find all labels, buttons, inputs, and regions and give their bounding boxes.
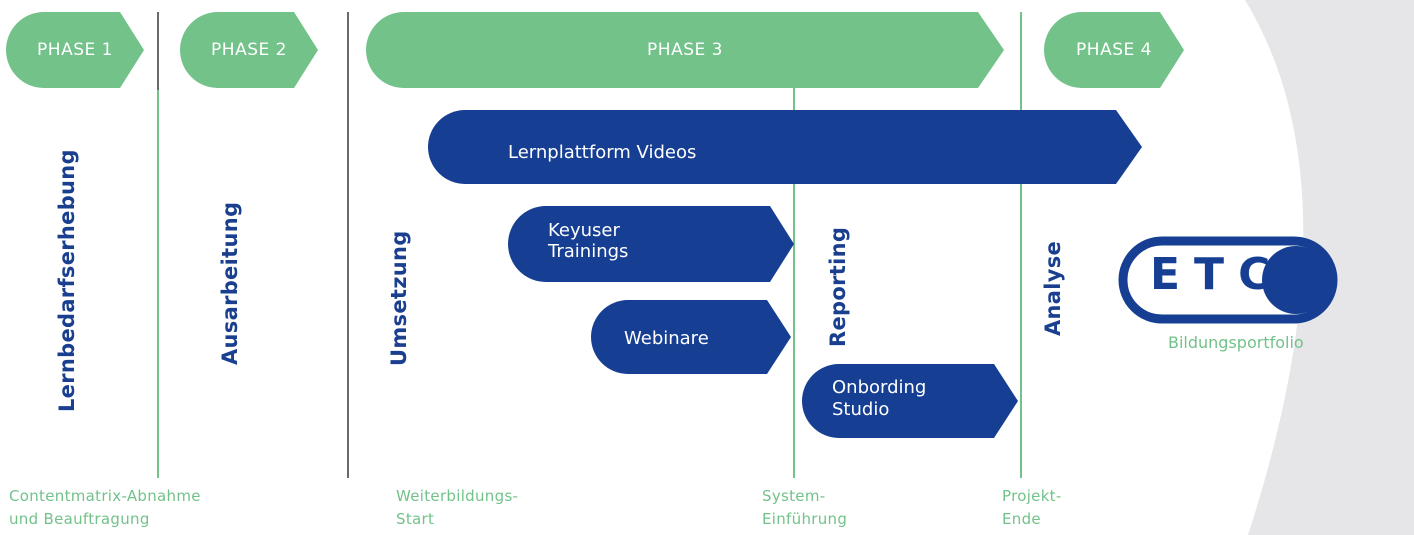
bar-label-keyuser-2: Trainings xyxy=(548,241,629,262)
logo-letters: ETC xyxy=(1150,249,1285,300)
activity-umsetzung: Umsetzung xyxy=(387,230,411,366)
activity-ausarbeitung: Ausarbeitung xyxy=(218,201,242,365)
etc-logo: ETC xyxy=(1118,236,1338,324)
phase-3-label: PHASE 3 xyxy=(647,40,723,60)
bar-label-onbording-2: Studio xyxy=(832,399,890,420)
milestone-label-3: System- Einführung xyxy=(762,485,847,531)
milestone-line-4 xyxy=(1020,12,1022,478)
milestone-4-line2: Ende xyxy=(1002,510,1041,528)
phase-1-chevron: PHASE 1 xyxy=(6,12,144,88)
bar-keyuser-trainings: Keyuser Trainings xyxy=(508,206,794,282)
bar-label-onbording-1: Onbording xyxy=(832,377,927,398)
milestone-line-1 xyxy=(157,90,159,478)
phase-2-label: PHASE 2 xyxy=(211,40,287,60)
milestone-label-1: Contentmatrix-Abnahme und Beauftragung xyxy=(9,485,201,531)
bar-lernplattform-videos: Lernplattform Videos xyxy=(428,110,1142,184)
bar-webinare: Webinare xyxy=(591,300,791,374)
bar-onbording-studio: Onbording Studio xyxy=(802,364,1018,438)
phase-4-chevron: PHASE 4 xyxy=(1044,12,1184,88)
milestone-2-line1: Weiterbildungs- xyxy=(396,487,519,505)
milestone-line-3 xyxy=(793,80,795,478)
milestone-1-line1: Contentmatrix-Abnahme xyxy=(9,487,201,505)
activity-analyse: Analyse xyxy=(1041,240,1065,336)
milestone-1-line2: und Beauftragung xyxy=(9,510,150,528)
activity-lernbedarfserhebung: Lernbedarfserhebung xyxy=(55,149,79,412)
milestone-4-line1: Projekt- xyxy=(1002,487,1062,505)
bar-label-lernplattform: Lernplattform Videos xyxy=(508,142,697,163)
milestone-2-line2: Start xyxy=(396,510,435,528)
milestone-3-line1: System- xyxy=(762,487,826,505)
bar-label-webinare: Webinare xyxy=(624,328,709,349)
milestone-label-4: Projekt- Ende xyxy=(1002,485,1062,531)
logo-subtitle: Bildungsportfolio xyxy=(1168,333,1304,352)
bar-label-keyuser-1: Keyuser xyxy=(548,220,620,241)
phase-2-chevron: PHASE 2 xyxy=(180,12,318,88)
milestone-3-line2: Einführung xyxy=(762,510,848,528)
divider-line-2 xyxy=(347,12,349,478)
phase-3-chevron: PHASE 3 xyxy=(366,12,1004,88)
phase-1-label: PHASE 1 xyxy=(37,40,113,60)
phase-4-label: PHASE 4 xyxy=(1076,40,1152,60)
activity-reporting: Reporting xyxy=(826,226,850,347)
milestone-label-2: Weiterbildungs- Start xyxy=(396,485,518,531)
